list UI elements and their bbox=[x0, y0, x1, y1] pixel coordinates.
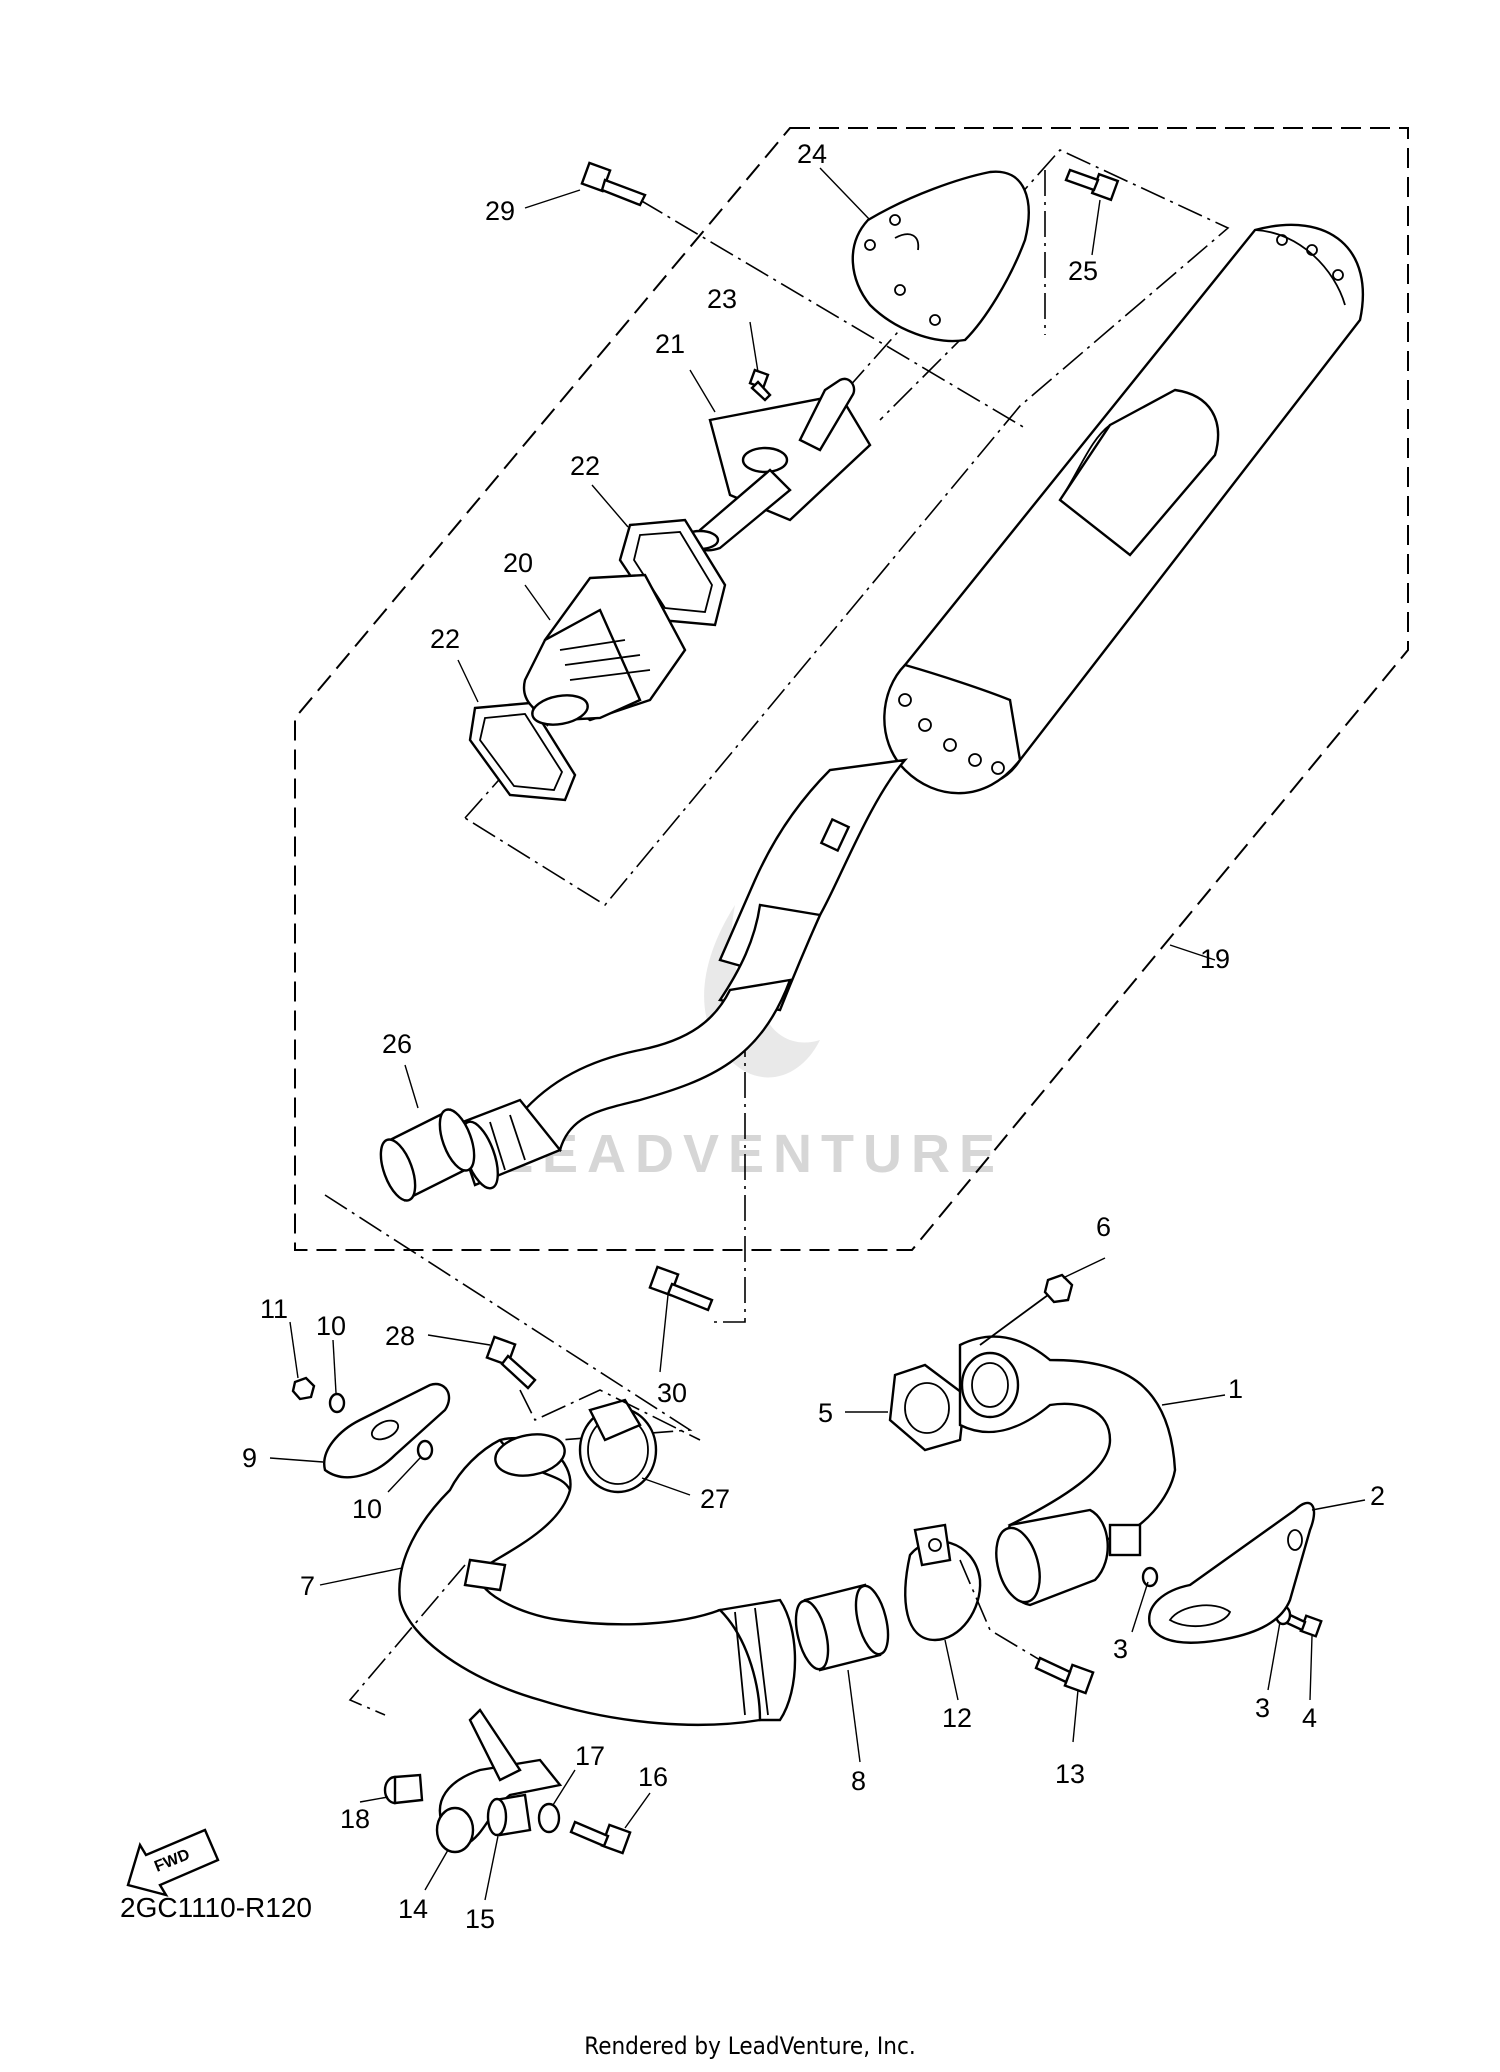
bolt-30-alignment bbox=[710, 990, 746, 1323]
heat-guard bbox=[1148, 1501, 1316, 1644]
callout-18: 18 bbox=[340, 1804, 370, 1834]
callout-25: 25 bbox=[1068, 256, 1098, 286]
callout-20: 20 bbox=[503, 548, 533, 578]
sleeve-26 bbox=[379, 1108, 476, 1202]
callout-2: 2 bbox=[1370, 1481, 1385, 1511]
washer-10-upper bbox=[328, 1392, 346, 1414]
bolt-28-alignment bbox=[519, 1389, 701, 1441]
band-clamp bbox=[578, 1398, 658, 1494]
muffler-body bbox=[453, 223, 1365, 1190]
sleeve-8 bbox=[794, 1583, 890, 1672]
callout-16: 16 bbox=[638, 1762, 668, 1792]
washer-10-lower bbox=[416, 1439, 434, 1461]
callout-27: 27 bbox=[700, 1484, 730, 1514]
callout-19: 19 bbox=[1200, 944, 1230, 974]
bolt-29-alignment bbox=[639, 199, 1026, 429]
bolt-28 bbox=[485, 1335, 537, 1390]
callout-4: 4 bbox=[1302, 1703, 1317, 1733]
callout-3a: 3 bbox=[1113, 1634, 1128, 1664]
diagram-code: 2GC1110-R120 bbox=[120, 1892, 312, 1923]
exhaust-pipe bbox=[398, 1433, 797, 1727]
callout-6: 6 bbox=[1096, 1212, 1111, 1242]
callout-7: 7 bbox=[300, 1571, 315, 1601]
nut-6-alignment bbox=[979, 1294, 1049, 1346]
callout-1: 1 bbox=[1228, 1374, 1243, 1404]
callout-8: 8 bbox=[851, 1766, 866, 1796]
callout-10a: 10 bbox=[316, 1311, 346, 1341]
assembly-boundary bbox=[294, 127, 1409, 1251]
washer-3a bbox=[1141, 1566, 1159, 1588]
callout-3b: 3 bbox=[1255, 1693, 1270, 1723]
callout-28: 28 bbox=[385, 1321, 415, 1351]
sleeve-26-alignment bbox=[324, 1194, 693, 1441]
washer-17 bbox=[537, 1802, 561, 1834]
callout-9: 9 bbox=[242, 1443, 257, 1473]
callout-17: 17 bbox=[575, 1741, 605, 1771]
part-24-alignment bbox=[879, 329, 971, 421]
callout-22-lower: 22 bbox=[430, 624, 460, 654]
bracket-alignment bbox=[348, 1564, 466, 1716]
collar-18 bbox=[383, 1773, 424, 1805]
bolt-29 bbox=[580, 161, 647, 207]
callout-labels: 29 24 25 23 21 22 20 22 26 19 6 1 5 2 3 … bbox=[242, 139, 1385, 1934]
callout-10b: 10 bbox=[352, 1494, 382, 1524]
callout-13: 13 bbox=[1055, 1759, 1085, 1789]
callout-29: 29 bbox=[485, 196, 515, 226]
callout-24: 24 bbox=[797, 139, 827, 169]
bolt-4 bbox=[1285, 1613, 1323, 1638]
nut-11 bbox=[291, 1376, 316, 1401]
bolt-25 bbox=[1064, 168, 1120, 202]
fwd-arrow-icon: FWD bbox=[126, 1828, 220, 1897]
gasket-5 bbox=[888, 1363, 967, 1452]
clamp-12 bbox=[904, 1523, 982, 1642]
spark-arrestor-pipe bbox=[680, 377, 872, 552]
callout-22-upper: 22 bbox=[570, 451, 600, 481]
callout-11: 11 bbox=[260, 1294, 288, 1324]
callout-14: 14 bbox=[398, 1894, 428, 1924]
callout-5: 5 bbox=[818, 1398, 833, 1428]
header-pipe bbox=[958, 1335, 1177, 1607]
bolt-13 bbox=[1034, 1656, 1095, 1695]
screen-tube bbox=[522, 573, 687, 726]
leader-lines bbox=[269, 167, 1366, 1901]
screw-23 bbox=[748, 368, 772, 402]
callout-23: 23 bbox=[707, 284, 737, 314]
bolt-16 bbox=[569, 1820, 632, 1855]
watermark-text: LEADVENTURE bbox=[500, 1124, 1004, 1184]
callout-30: 30 bbox=[657, 1378, 687, 1408]
callout-12: 12 bbox=[942, 1703, 972, 1733]
end-cap bbox=[851, 170, 1030, 343]
callout-15: 15 bbox=[465, 1904, 495, 1934]
bolt-13-alignment bbox=[959, 1559, 1041, 1661]
small-heat-guard bbox=[323, 1382, 451, 1479]
callout-21: 21 bbox=[655, 329, 685, 359]
bushing-15 bbox=[486, 1793, 532, 1837]
nut-6 bbox=[1043, 1273, 1074, 1304]
bolt-30 bbox=[648, 1265, 714, 1312]
callout-26: 26 bbox=[382, 1029, 412, 1059]
render-credit: Rendered by LeadVenture, Inc. bbox=[584, 2032, 916, 2060]
